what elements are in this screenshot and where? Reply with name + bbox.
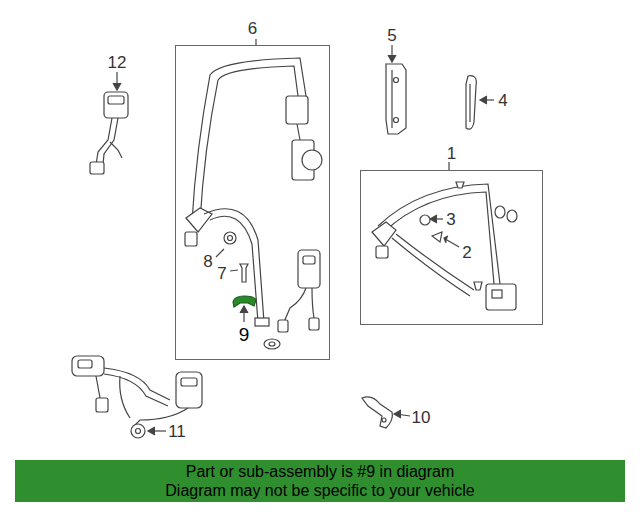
assembly-frame: 1 [360, 170, 543, 325]
assembly-frame: 6 [175, 45, 330, 360]
callout-number: 6 [248, 19, 257, 39]
note-text: Part or sub-assembly is #9 in diagram [186, 462, 455, 481]
callout-number: 10 [412, 409, 431, 426]
callout-number: 11 [168, 423, 186, 440]
note-text: Diagram may not be specific to your vehi… [165, 481, 474, 500]
callout-number: 12 [108, 54, 127, 71]
callout-number: 2 [462, 244, 471, 261]
callout-number: 1 [447, 144, 456, 164]
callout-number: 7 [217, 265, 226, 282]
callout-number: 5 [387, 27, 396, 44]
callout-number: 9 [239, 325, 250, 344]
callout-number: 4 [498, 92, 507, 109]
info-band: Part or sub-assembly is #9 in diagramDia… [15, 460, 625, 502]
callout-number: 3 [446, 211, 455, 228]
callout-number: 8 [203, 253, 212, 270]
